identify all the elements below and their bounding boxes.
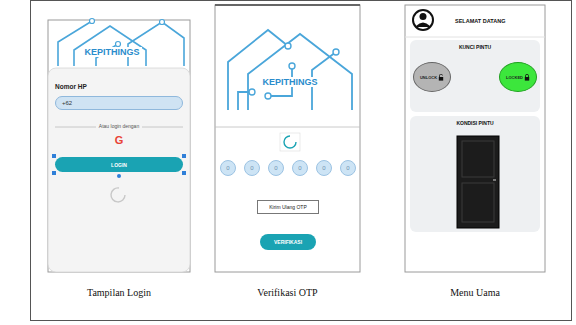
ui-text: 0 bbox=[298, 165, 301, 171]
resend-button: Kirim Ulang OTP bbox=[257, 200, 319, 214]
lock-icon bbox=[524, 74, 530, 81]
field-label: Nomor HP bbox=[55, 83, 87, 90]
otp-digit: 0 bbox=[244, 160, 260, 176]
app-logo-text: KEPITHINGS bbox=[82, 47, 141, 57]
login-button: LOGIN bbox=[55, 157, 183, 172]
otp-screen bbox=[215, 5, 360, 272]
app-logo-text: KEPITHINGS bbox=[260, 77, 319, 87]
ui-text: UNLOCK bbox=[420, 75, 437, 80]
phone-screen: Verifikasi OTP000000Kirim Ulang OTPVERIF… bbox=[215, 5, 360, 272]
figure-frame bbox=[31, 1, 572, 321]
phone-input: +62 bbox=[55, 96, 183, 110]
ui-text: 0 bbox=[322, 165, 325, 171]
ui-text: KONDISI PINTU bbox=[456, 120, 493, 126]
verify-button: VERIFIKASI bbox=[260, 234, 316, 250]
screen-caption: Menu Uama bbox=[450, 287, 500, 298]
divider-text: Atau login dengan bbox=[96, 124, 142, 130]
ui-text: SELAMAT DATANG bbox=[455, 18, 505, 24]
ui-text: 0 bbox=[346, 165, 349, 171]
lock-icon bbox=[438, 74, 444, 81]
screen-caption: Verifikasi OTP bbox=[257, 287, 317, 298]
login-screen bbox=[48, 19, 190, 273]
ui-text: KUNCI PINTU bbox=[459, 44, 491, 50]
ui-text: LOGIN bbox=[111, 162, 127, 168]
ui-text: Kirim Ulang OTP bbox=[269, 204, 307, 210]
menu-screen bbox=[405, 5, 545, 272]
otp-digit: 0 bbox=[268, 160, 284, 176]
locked-button: LOCKED bbox=[499, 62, 537, 92]
otp-digit: 0 bbox=[316, 160, 332, 176]
google-icon: G bbox=[115, 134, 124, 147]
lock-panel: KUNCI PINTU UNLOCK LOCKED bbox=[410, 40, 540, 112]
welcome-header: SELAMAT DATANG bbox=[405, 5, 545, 37]
door-panel: KONDISI PINTU bbox=[410, 116, 540, 232]
ui-text: +62 bbox=[62, 100, 72, 106]
screen-caption: Tampilan Login bbox=[87, 287, 151, 298]
unlock-button: UNLOCK bbox=[413, 62, 451, 92]
otp-digit: 0 bbox=[292, 160, 308, 176]
ui-text: 0 bbox=[274, 165, 277, 171]
otp-digit: 0 bbox=[340, 160, 356, 176]
ui-text: 0 bbox=[226, 165, 229, 171]
ui-text: VERIFIKASI bbox=[274, 239, 302, 245]
ui-text: LOCKED bbox=[506, 75, 523, 80]
ui-text: 0 bbox=[250, 165, 253, 171]
phone-screen: Menu UamaSELAMAT DATANGKUNCI PINTUUNLOCK… bbox=[405, 5, 545, 272]
otp-digit: 0 bbox=[220, 160, 236, 176]
